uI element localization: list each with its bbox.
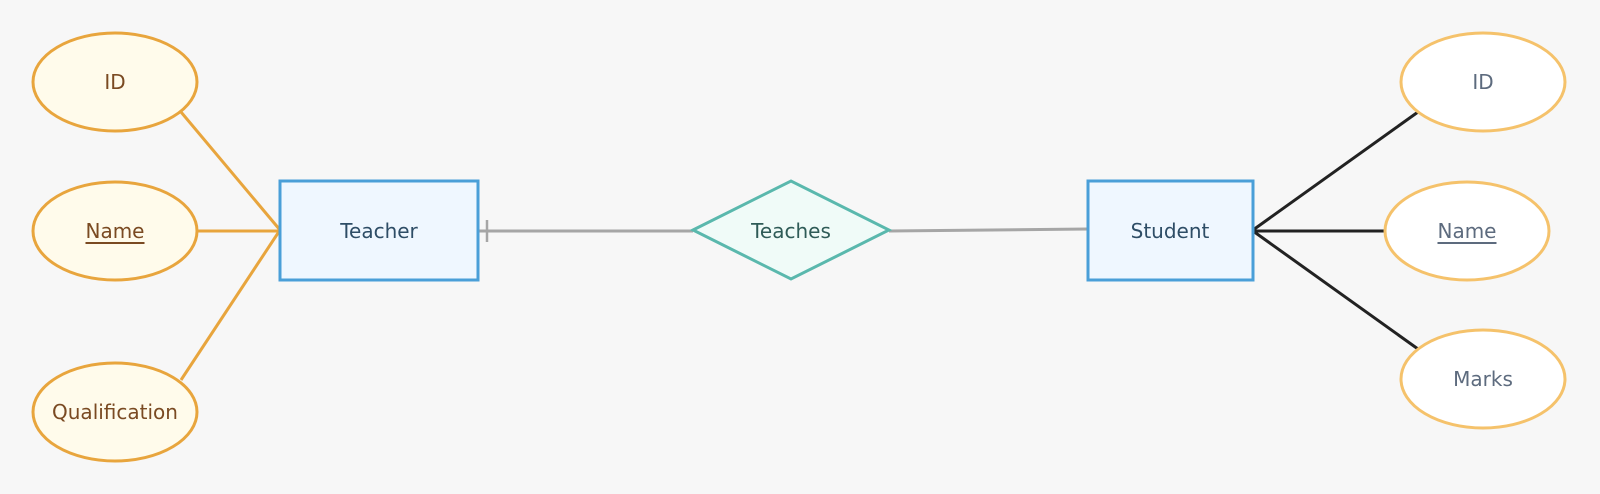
attribute-teacher-id: ID [31, 31, 199, 133]
entity-student-label: Student [1131, 219, 1210, 243]
attribute-teacher-id-label: ID [104, 70, 125, 94]
connector-teacher-qualification [179, 229, 282, 381]
attribute-teacher-name-label: Name [85, 219, 144, 243]
attribute-teacher-qualification-label: Qualification [52, 400, 178, 424]
attribute-student-id: ID [1399, 31, 1567, 133]
relation-line-student [888, 227, 1089, 233]
connector-student-marks [1252, 229, 1419, 351]
relationship-teaches-label: Teaches [750, 219, 831, 243]
entity-teacher: Teacher [278, 179, 480, 282]
attribute-teacher-name: Name [31, 180, 199, 282]
attribute-teacher-qualification: Qualification [31, 361, 199, 463]
entity-student: Student [1086, 179, 1255, 282]
attribute-student-name-label: Name [1437, 219, 1496, 243]
connector-student-id [1252, 110, 1419, 232]
attribute-student-id-label: ID [1472, 70, 1493, 94]
attribute-student-marks-label: Marks [1453, 367, 1513, 391]
relationship-teaches: Teaches [689, 179, 893, 281]
entity-teacher-label: Teacher [339, 219, 418, 243]
attribute-student-marks: Marks [1399, 328, 1567, 430]
attribute-student-name: Name [1383, 180, 1551, 282]
connector-teacher-id [179, 111, 282, 231]
